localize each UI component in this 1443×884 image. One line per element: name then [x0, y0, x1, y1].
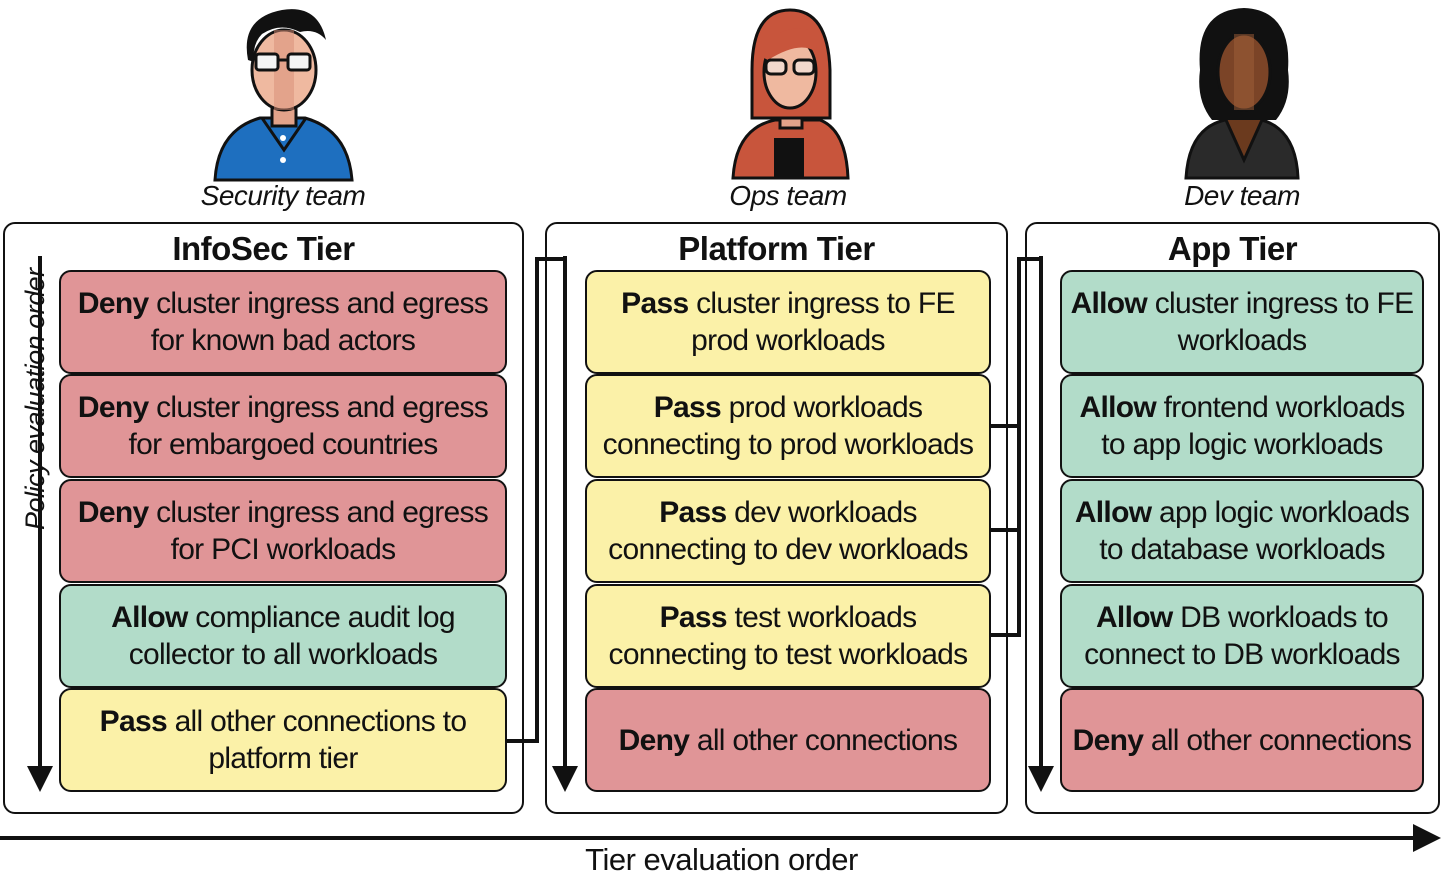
rule-infosec-4: Allow compliance audit log collector to … [59, 584, 507, 688]
rule-infosec-2: Deny cluster ingress and egress for emba… [59, 374, 507, 478]
rule-app-1: Allow cluster ingress to FE workloads [1060, 270, 1424, 374]
rule-app-4: Allow DB workloads to connect to DB work… [1060, 584, 1424, 688]
rule-platform-1: Pass cluster ingress to FE prod workload… [585, 270, 991, 374]
pass-connector-platform [991, 257, 1041, 637]
security-person-icon [213, 9, 354, 182]
platform-order-arrow [552, 256, 578, 792]
team-label-security: Security team [200, 180, 366, 211]
rule-app-2: Allow frontend workloads to app logic wo… [1060, 374, 1424, 478]
dev-person-icon [1184, 8, 1300, 180]
rule-platform-2: Pass prod workloads connecting to prod w… [585, 374, 991, 478]
tier-title: Platform Tier [678, 230, 875, 267]
rule-infosec-5: Pass all other connections to platform t… [59, 688, 507, 792]
policy-evaluation-order-label: Policy evaluation order [20, 268, 50, 530]
rule-app-5: Deny all other connections [1060, 688, 1424, 792]
rule-app-3: Allow app logic workloads to database wo… [1060, 479, 1424, 583]
app-order-arrow [1028, 256, 1054, 792]
policy-order-arrow [27, 256, 53, 792]
tier-evaluation-order-label: Tier evaluation order [585, 842, 858, 877]
rule-infosec-3: Deny cluster ingress and egress for PCI … [59, 479, 507, 583]
tier-title: App Tier [1167, 230, 1298, 267]
ops-person-icon [731, 8, 850, 180]
rule-platform-3: Pass dev workloads connecting to dev wor… [585, 479, 991, 583]
rule-infosec-1: Deny cluster ingress and egress for know… [59, 270, 507, 374]
pass-connector-infosec [507, 257, 565, 743]
rule-platform-5: Deny all other connections [585, 688, 991, 792]
team-label-dev: Dev team [1184, 180, 1300, 211]
tier-title: InfoSec Tier [172, 230, 355, 267]
team-label-ops: Ops team [729, 180, 847, 211]
tier-order-arrow [0, 824, 1441, 852]
rule-platform-4: Pass test workloads connecting to test w… [585, 584, 991, 688]
